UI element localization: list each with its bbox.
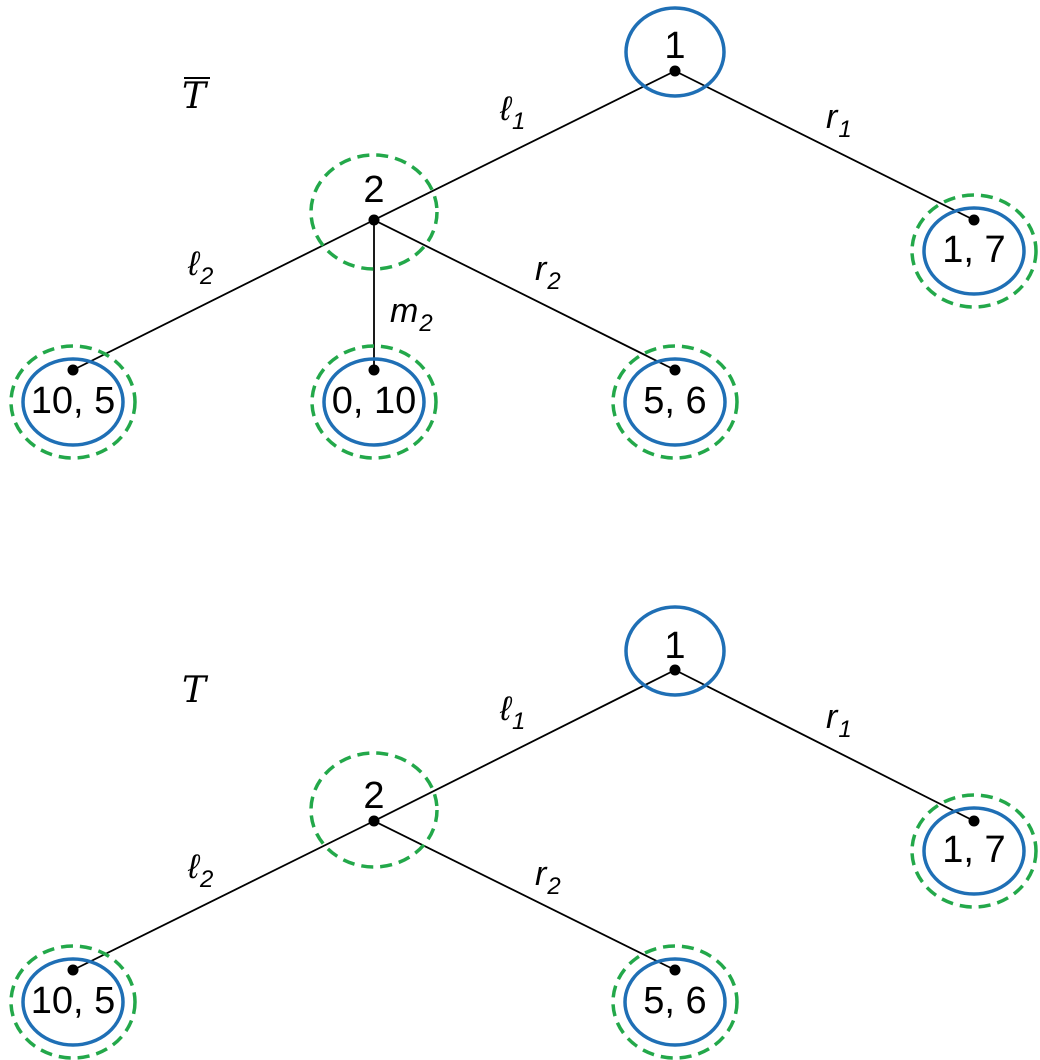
subgame-circle [310, 344, 438, 460]
node-label: 1, 7 [942, 229, 1005, 271]
node-t56: 5, 6 [611, 344, 739, 460]
tree-title: T [182, 76, 209, 117]
node-dot [669, 364, 681, 376]
edge-label: r1 [826, 98, 852, 143]
node-dot [368, 815, 380, 827]
node-label: 1 [664, 625, 685, 667]
player-circle [624, 605, 726, 697]
node-label: 2 [363, 169, 384, 211]
subgame-circle [910, 193, 1038, 309]
node-label: 5, 6 [643, 980, 706, 1022]
edge-n1-t17 [674, 70, 975, 221]
subgame-circle [9, 944, 137, 1060]
node-dot [669, 664, 681, 676]
edge-label: ℓ2 [187, 245, 213, 290]
player-circle [624, 6, 726, 98]
player-circle [322, 357, 426, 447]
node-label: 5, 6 [643, 380, 706, 422]
subgame-circle [611, 944, 739, 1060]
edge-n2-t105 [72, 820, 375, 971]
node-label: 1, 7 [942, 829, 1005, 871]
node-dot [669, 964, 681, 976]
node-dot [368, 214, 380, 226]
edge-label: ℓ1 [499, 90, 525, 135]
node-label: 0, 10 [332, 380, 417, 422]
node-label: 10, 5 [31, 380, 116, 422]
node-t105: 10, 5 [9, 344, 137, 460]
node-n1: 1 [624, 6, 726, 98]
node-n2: 2 [309, 153, 439, 271]
edge-n2-t56 [373, 219, 676, 371]
node-label: 2 [363, 775, 384, 817]
player-circle [21, 957, 125, 1047]
node-dot [669, 65, 681, 77]
player-circle [623, 357, 727, 447]
node-label: 1 [664, 25, 685, 67]
subgame-circle [9, 344, 137, 460]
node-dot [968, 815, 980, 827]
node-t105: 10, 5 [9, 944, 137, 1060]
edge-n2-t56 [373, 820, 676, 971]
subgame-circle [309, 751, 439, 869]
player-circle [922, 206, 1026, 296]
player-circle [623, 957, 727, 1047]
player-circle [922, 806, 1026, 896]
node-dot [67, 364, 79, 376]
node-n1: 1 [624, 605, 726, 697]
node-n2: 2 [309, 751, 439, 869]
edge-n1-n2 [373, 669, 676, 822]
tree-title: T [182, 670, 209, 711]
edge-n1-t17 [674, 669, 975, 822]
node-dot [368, 364, 380, 376]
edge-label: r2 [535, 855, 561, 900]
subgame-circle [309, 153, 439, 271]
node-t010: 0, 10 [310, 344, 438, 460]
edge-n2-t105 [72, 219, 375, 371]
edge-label: r2 [535, 250, 561, 295]
node-label: 10, 5 [31, 980, 116, 1022]
node-t17: 1, 7 [910, 793, 1038, 909]
subgame-circle [910, 793, 1038, 909]
node-dot [67, 964, 79, 976]
edge-label: ℓ2 [187, 848, 213, 893]
player-circle [21, 357, 125, 447]
node-dot [968, 214, 980, 226]
edge-label: ℓ1 [499, 690, 525, 735]
edge-label: m2 [390, 292, 433, 337]
edge-n1-n2 [373, 70, 676, 221]
node-t56: 5, 6 [611, 944, 739, 1060]
edge-label: r1 [826, 698, 852, 743]
subgame-circle [611, 344, 739, 460]
node-t17: 1, 7 [910, 193, 1038, 309]
